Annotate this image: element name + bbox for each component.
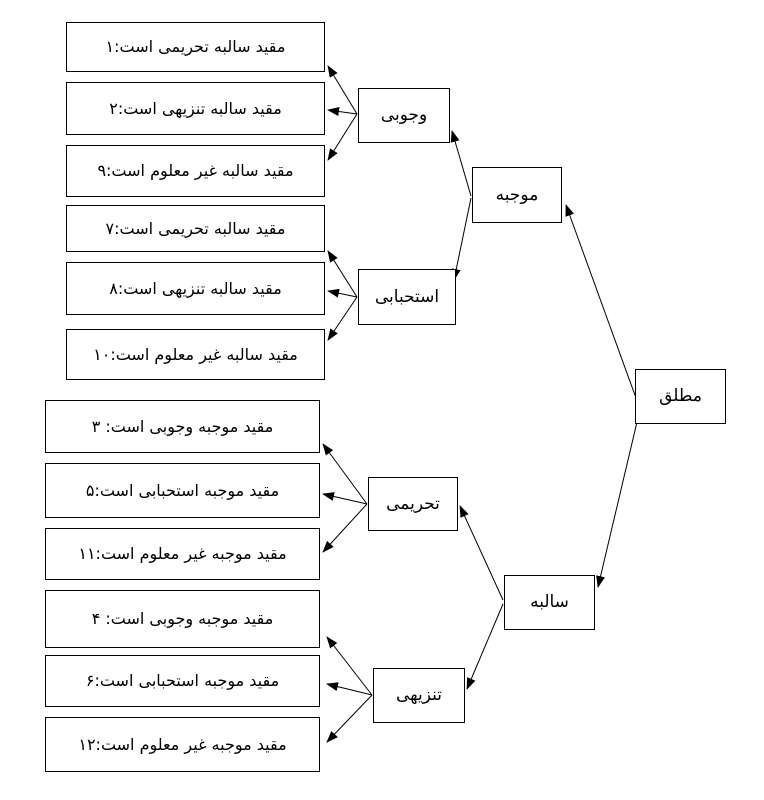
leaf-node-8: مقید موجبه استحبابی است:۵ (45, 463, 320, 518)
node-label: تنزیهی (396, 685, 442, 706)
node-label: مقید سالبه غیر معلوم است:۹ (97, 161, 294, 181)
node-salbeh: سالبه (504, 575, 595, 630)
node-vojubi: وجوبی (358, 88, 450, 143)
node-label: تحریمی (386, 493, 440, 514)
arrow-estehbabi-leaf5 (327, 288, 358, 298)
node-tahrimi: تحریمی (368, 477, 458, 531)
node-label: مقید موجبه غیر معلوم است:۱۱ (78, 544, 287, 564)
node-estehbabi: استحبابی (358, 269, 456, 325)
arrow-mojabeh-vojubi (450, 130, 472, 197)
node-label: موجبه (495, 184, 539, 205)
node-tanzihi: تنزیهی (373, 668, 465, 723)
arrow-mojabeh-estehbabi (451, 197, 472, 281)
arrow-vojubi-leaf3 (327, 113, 358, 161)
leaf-node-11: مقید موجبه استحبابی است:۶ (45, 655, 320, 707)
node-label: مقید موجبه استحبابی است:۶ (85, 671, 280, 691)
node-label: سالبه (530, 592, 569, 613)
arrow-estehbabi-leaf4 (327, 250, 358, 298)
node-label: مقید موجبه غیر معلوم است:۱۲ (78, 734, 287, 754)
leaf-node-6: مقید سالبه غیر معلوم است:۱۰ (66, 329, 325, 380)
arrow-motlagh-mojabeh (565, 204, 637, 399)
node-label: وجوبی (380, 105, 428, 126)
node-mojabeh: موجبه (472, 167, 562, 223)
node-label: مقید سالبه تحریمی است:۱ (105, 37, 286, 57)
arrow-vojubi-leaf2 (327, 107, 358, 116)
leaf-node-7: مقید موجبه وجوبی است: ۳ (45, 400, 320, 453)
leaf-node-2: مقید سالبه تنزیهی است:۲ (66, 82, 325, 135)
arrow-tahrimi-leaf9 (322, 503, 368, 553)
leaf-node-5: مقید سالبه تنزیهی است:۸ (66, 262, 325, 315)
leaf-node-4: مقید سالبه تحریمی است:۷ (66, 205, 325, 252)
arrow-motlagh-salbeh (596, 421, 638, 588)
node-label: مقید سالبه تنزیهی است:۸ (109, 278, 282, 298)
node-label: استحبابی (374, 286, 440, 307)
arrow-estehbabi-leaf6 (327, 296, 358, 341)
leaf-node-1: مقید سالبه تحریمی است:۱ (66, 22, 325, 72)
arrow-vojubi-leaf1 (327, 65, 358, 115)
node-label: مطلق (659, 386, 702, 407)
arrow-salbeh-tanzihi (466, 603, 504, 690)
node-label: مقید سالبه تنزیهی است:۲ (109, 98, 282, 118)
node-label: مقید موجبه وجوبی است: ۳ (91, 416, 274, 436)
node-motlagh: مطلق (635, 369, 726, 424)
leaf-node-9: مقید موجبه غیر معلوم است:۱۱ (45, 528, 320, 580)
arrow-tanzihi-leaf12 (326, 694, 373, 743)
leaf-node-12: مقید موجبه غیر معلوم است:۱۲ (45, 717, 320, 772)
node-label: مقید موجبه استحبابی است:۵ (85, 480, 280, 500)
arrow-salbeh-tahrimi (459, 505, 504, 601)
arrow-tanzihi-leaf11 (326, 682, 373, 696)
leaf-node-3: مقید سالبه غیر معلوم است:۹ (66, 145, 325, 197)
arrow-tanzihi-leaf10 (326, 636, 373, 696)
arrow-tahrimi-leaf7 (322, 443, 368, 505)
arrow-tahrimi-leaf8 (322, 492, 368, 505)
node-label: مقید سالبه تحریمی است:۷ (105, 218, 286, 238)
leaf-node-10: مقید موجبه وجوبی است: ۴ (45, 590, 320, 648)
node-label: مقید موجبه وجوبی است: ۴ (91, 609, 274, 629)
node-label: مقید سالبه غیر معلوم است:۱۰ (93, 344, 298, 364)
